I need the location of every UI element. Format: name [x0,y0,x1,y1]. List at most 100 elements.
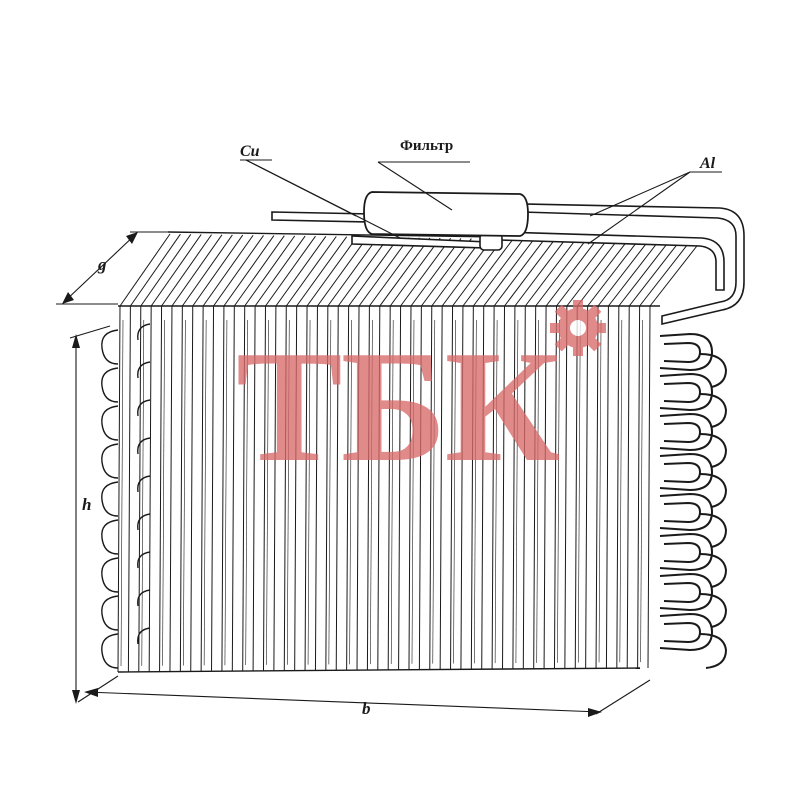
fin-line [325,305,329,671]
fin-shade-line [474,319,477,664]
fin-top-line [420,238,472,307]
fin-shade-line [557,319,560,663]
fin-top-line [618,241,670,307]
cu-tube [271,211,373,223]
fin-top-line [327,236,379,307]
fin-line [366,305,370,671]
arrow-b-right [588,708,602,717]
fin-line [481,305,485,670]
fin-line [533,305,537,669]
fin-top-line [483,239,535,307]
fin-shade-line [120,319,124,667]
fin-line [418,305,422,670]
fin-line [439,305,443,670]
dim-g-line [63,233,137,303]
fin-line [491,305,495,670]
fin-shade-line [141,319,145,666]
left-coil-loop [101,633,119,669]
fin-shade-line [640,319,643,663]
fin-line [522,305,526,669]
left-coil-loop [101,595,119,631]
fin-shade-line [453,319,456,664]
fin-line [356,305,360,671]
arrow-h-top [72,334,80,348]
cu-label: Cu [240,143,260,160]
left-coil-back-loop [137,513,151,531]
fin-shade-line [432,319,436,664]
filter-label: Фильтр [400,138,453,154]
fin-line [221,305,225,672]
fin-top-line [213,235,264,307]
fin-top-line [597,240,649,307]
fin-top-line [150,234,202,307]
fin-top-line [639,241,691,307]
fin-top-line [410,238,462,307]
fin-top-line [400,237,451,307]
fin-top-line [358,237,410,307]
fin-line [148,305,152,672]
al-leader-1 [589,171,691,217]
fin-top-line [566,240,618,307]
fin-shade-line [328,319,332,665]
right-coil-back-bend [699,513,728,549]
fin-line [138,305,142,672]
fin-top-line [587,240,639,307]
fin-line [637,305,641,669]
left-coil-back-loop [137,323,151,341]
fin-line [512,305,516,670]
left-coil-loop [101,329,119,365]
fin-top-line [244,235,296,307]
arrow-b-left [84,688,98,697]
fin-top-line [472,239,524,307]
right-coil-back-bend [699,473,728,509]
fin-line [616,305,620,669]
fin-line [408,305,412,670]
left-coil-back-loop [137,475,151,493]
watermark-text: ТБК [236,317,560,495]
fin-shade-line [183,319,186,666]
fin-top-line [233,235,285,307]
gear-tooth [585,304,602,321]
fin-line [127,305,131,672]
fin-top-line [306,236,358,307]
fin-line [283,305,287,671]
left-coil-loop [101,367,119,403]
right-coil-loops [659,332,728,669]
fin-top-line [649,241,701,307]
dim-h-label: h [82,495,91,514]
fin-top-line [389,237,441,307]
fin-bottom-front-edge [117,667,641,673]
right-coil-back-bend [699,433,728,469]
watermark: ТБК [236,300,606,495]
left-coil-back-loop [137,437,151,455]
fin-top-line [285,236,337,307]
fin-line [211,305,215,672]
gear-tooth [550,323,562,333]
left-coil-loop [101,557,119,593]
fin-line [200,305,204,672]
al-tube-lower [499,231,725,291]
arrow-g-bottom [62,292,74,304]
gear-tooth [585,335,602,352]
fin-top-line [524,239,576,307]
fin-line [647,305,651,669]
fin-top-line [431,238,483,307]
fin-top-line [493,239,545,307]
fin-line [502,305,506,670]
fin-shade-line [536,319,539,663]
fin-line [346,305,350,671]
right-coil-back-bend [699,353,728,389]
left-coil-loop [101,443,119,479]
fin-top-line [192,234,244,307]
right-coil-inner [663,501,702,524]
fin-line [553,305,557,669]
fin-line [564,305,568,669]
fin-top-line [171,234,223,307]
gear-tooth [554,335,571,352]
fin-top-line [608,241,659,307]
fin-shade-line [349,319,352,665]
gear-icon [550,300,606,356]
fin-line [398,305,402,670]
dim-b-label: b [362,699,371,718]
